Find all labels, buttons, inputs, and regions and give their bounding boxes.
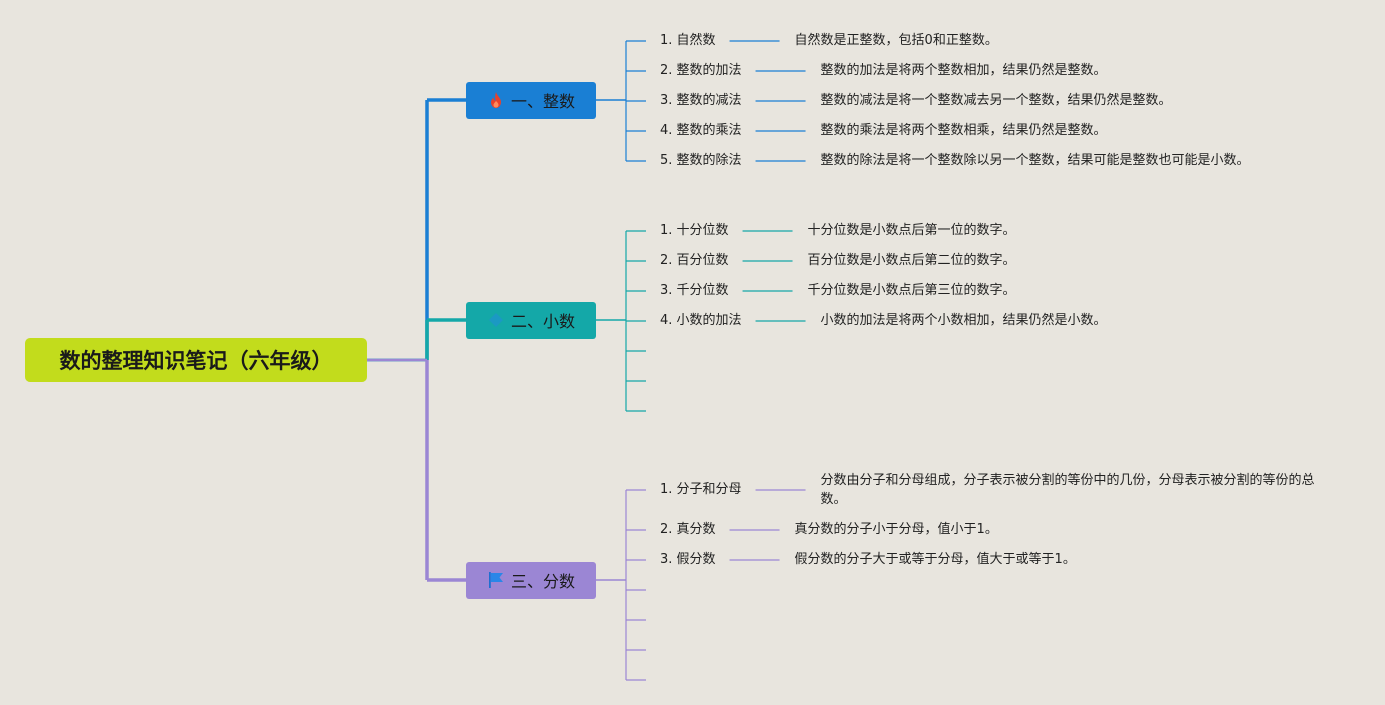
- item-description: 整数的减法是将一个整数减去另一个整数，结果仍然是整数。: [820, 93, 1172, 108]
- item-label[interactable]: 3. 假分数: [660, 552, 716, 567]
- item-label[interactable]: 4. 整数的乘法: [660, 123, 742, 138]
- item-label[interactable]: 3. 千分位数: [660, 283, 729, 298]
- item-description: 假分数的分子大于或等于分母，值大于或等于1。: [794, 552, 1076, 567]
- item-label[interactable]: 4. 小数的加法: [660, 313, 742, 328]
- item-label[interactable]: 1. 自然数: [660, 33, 716, 48]
- item-label[interactable]: 2. 整数的加法: [660, 63, 742, 78]
- item-description: 自然数是正整数，包括0和正整数。: [794, 33, 998, 48]
- item-label[interactable]: 3. 整数的减法: [660, 93, 742, 108]
- item-description: 小数的加法是将两个小数相加，结果仍然是小数。: [820, 313, 1107, 328]
- root-node[interactable]: 数的整理知识笔记（六年级）: [25, 338, 367, 382]
- item-label[interactable]: 2. 百分位数: [660, 253, 729, 268]
- item-label[interactable]: 1. 十分位数: [660, 223, 729, 238]
- branch-node[interactable]: 三、分数: [466, 561, 596, 599]
- item-description: 整数的乘法是将两个整数相乘，结果仍然是整数。: [820, 123, 1107, 138]
- item-description: 真分数的分子小于分母，值小于1。: [794, 522, 998, 537]
- fire-icon: [487, 91, 505, 109]
- branch-label: 三、分数: [510, 572, 575, 591]
- item-description: 分数由分子和分母组成，分子表示被分割的等份中的几份，分母表示被分割的等份的总数。: [820, 473, 1315, 507]
- branch-node[interactable]: 二、小数: [466, 301, 596, 339]
- item-label[interactable]: 1. 分子和分母: [660, 482, 742, 497]
- flag-icon: [487, 571, 505, 589]
- branch-label: 二、小数: [510, 312, 575, 331]
- branch-label: 一、整数: [510, 92, 575, 111]
- diamond-icon: [487, 311, 505, 329]
- item-description: 百分位数是小数点后第二位的数字。: [807, 253, 1016, 268]
- branch-node[interactable]: 一、整数: [466, 81, 596, 119]
- item-description: 整数的加法是将两个整数相加，结果仍然是整数。: [820, 63, 1107, 78]
- item-description: 整数的除法是将一个整数除以另一个整数，结果可能是整数也可能是小数。: [820, 153, 1250, 168]
- item-label[interactable]: 5. 整数的除法: [660, 153, 742, 168]
- item-description: 千分位数是小数点后第三位的数字。: [807, 283, 1016, 298]
- item-label[interactable]: 2. 真分数: [660, 522, 716, 537]
- item-description: 十分位数是小数点后第一位的数字。: [807, 223, 1016, 238]
